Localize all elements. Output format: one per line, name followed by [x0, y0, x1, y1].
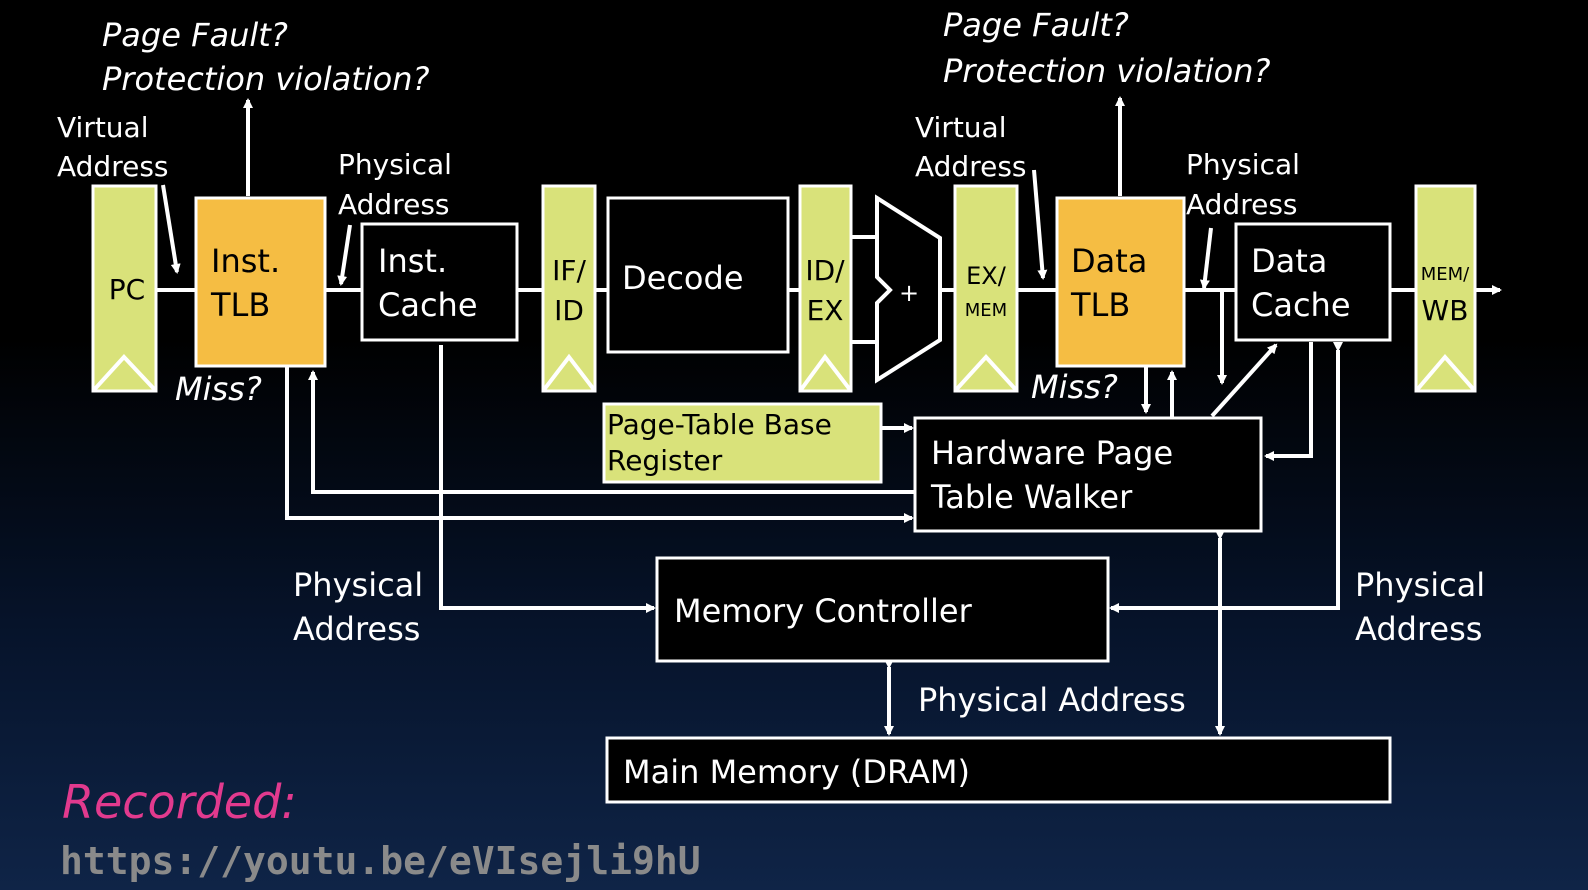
physical-address-bottom: Physical Address — [918, 681, 1186, 719]
physical-address-mid-left-line1: Physical — [293, 566, 423, 604]
id-ex-register: ID/ EX — [798, 184, 853, 393]
miss-right-label: Miss? — [1031, 368, 1118, 406]
inst-tlb-line1: Inst. — [211, 242, 280, 280]
ex-mem-label-line1: EX/ — [966, 262, 1007, 290]
pc-register: PC — [91, 184, 158, 393]
top-left-protection: Protection violation? — [102, 60, 430, 98]
physical-address-itlb-line2: Address — [338, 188, 450, 221]
ex-mem-register: EX/ MEM — [953, 184, 1019, 393]
wires — [156, 96, 1502, 736]
virtual-address-left-line2: Address — [57, 150, 169, 183]
memory-controller: Memory Controller — [655, 556, 1110, 663]
ptw-line1: Hardware Page — [931, 434, 1173, 472]
page-table-walker: Hardware Page Table Walker — [913, 416, 1263, 533]
if-id-label-line1: IF/ — [552, 254, 586, 287]
inst-tlb-line2: TLB — [210, 286, 270, 324]
page-table-base-register: Page-Table Base Register — [602, 402, 883, 484]
physical-address-mid-right-line2: Address — [1355, 610, 1482, 648]
physical-address-dtlb-line2: Address — [1186, 188, 1298, 221]
decode-label: Decode — [622, 259, 744, 297]
top-right-protection: Protection violation? — [943, 52, 1271, 90]
virtual-address-right-line2: Address — [915, 150, 1027, 183]
data-tlb: Data TLB — [1055, 196, 1186, 368]
miss-left-label: Miss? — [175, 370, 262, 408]
virtual-address-right-line1: Virtual — [915, 111, 1007, 144]
data-cache: Data Cache — [1234, 222, 1392, 342]
recorded-label: Recorded: — [62, 775, 297, 829]
pc-label: PC — [109, 273, 145, 306]
ptw-line2: Table Walker — [930, 478, 1133, 516]
ptbr-line2: Register — [607, 444, 723, 477]
data-cache-line2: Cache — [1251, 286, 1351, 324]
alu-operator: + — [899, 279, 919, 307]
ptbr-line1: Page-Table Base — [607, 408, 832, 441]
physical-address-dtlb-line1: Physical — [1186, 148, 1300, 181]
recording-url[interactable]: https://youtu.be/eVIsejli9hU — [60, 839, 701, 883]
ex-mem-label-line2: MEM — [965, 300, 1007, 321]
if-id-register: IF/ ID — [541, 184, 597, 393]
mem-wb-label-line2: WB — [1422, 294, 1469, 327]
inst-cache: Inst. Cache — [360, 222, 519, 342]
mem-wb-label-line1: MEM/ — [1421, 264, 1470, 285]
if-id-label-line2: ID — [554, 294, 584, 327]
inst-cache-line2: Cache — [378, 286, 478, 324]
id-ex-label-line2: EX — [807, 294, 844, 327]
data-tlb-line1: Data — [1071, 242, 1147, 280]
physical-address-mid-left-line2: Address — [293, 610, 420, 648]
decode-stage: Decode — [606, 196, 790, 354]
memory-controller-label: Memory Controller — [674, 592, 973, 630]
inst-cache-line1: Inst. — [378, 242, 447, 280]
virtual-address-left-line1: Virtual — [57, 111, 149, 144]
mem-wb-register: MEM/ WB — [1414, 184, 1477, 393]
inst-tlb: Inst. TLB — [194, 196, 327, 368]
physical-address-mid-right-line1: Physical — [1355, 566, 1485, 604]
main-memory: Main Memory (DRAM) — [605, 736, 1392, 804]
footer: Recorded: https://youtu.be/eVIsejli9hU — [60, 775, 701, 883]
top-right-page-fault: Page Fault? — [943, 6, 1129, 44]
data-cache-line1: Data — [1251, 242, 1327, 280]
id-ex-label-line1: ID/ — [805, 254, 845, 287]
main-memory-label: Main Memory (DRAM) — [623, 753, 970, 791]
free-labels: Page Fault? Protection violation? Page F… — [57, 6, 1485, 719]
physical-address-itlb-line1: Physical — [338, 148, 452, 181]
data-tlb-line2: TLB — [1070, 286, 1130, 324]
top-left-page-fault: Page Fault? — [102, 16, 288, 54]
alu: + — [875, 194, 942, 384]
